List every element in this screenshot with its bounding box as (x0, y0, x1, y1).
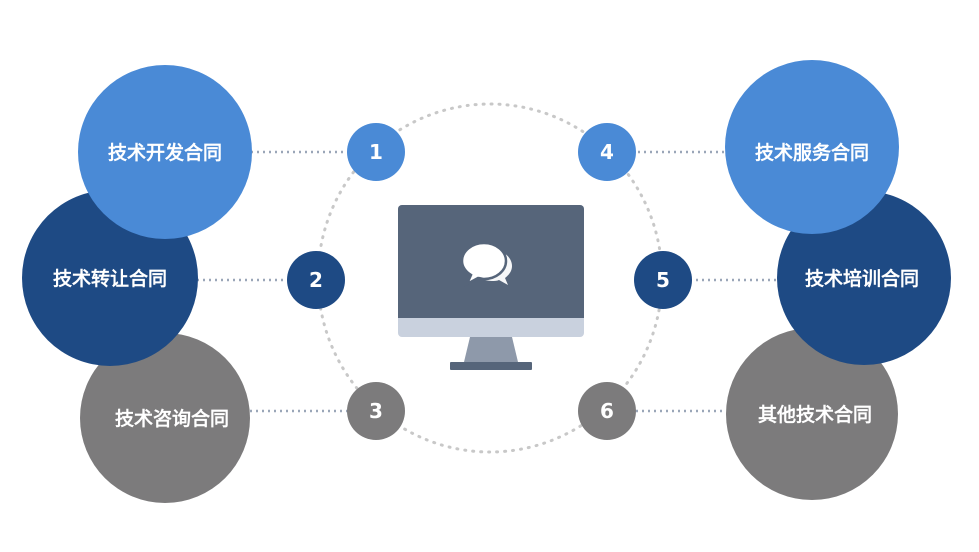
monitor-stand-base (450, 362, 532, 370)
circle-consulting-contract (80, 333, 250, 503)
connector-lines (197, 150, 782, 413)
label-transfer-contract: 技术转让合同 (53, 267, 167, 290)
monitor-icon (398, 205, 584, 370)
badge-4 (578, 123, 636, 181)
circle-training-contract (777, 191, 951, 365)
badge-2 (287, 251, 345, 309)
badge-6 (578, 382, 636, 440)
badge-3 (347, 382, 405, 440)
chat-bubbles-icon (460, 241, 512, 287)
badge-6-number: 6 (600, 399, 614, 423)
circle-other-contract (726, 328, 898, 500)
label-development-contract: 技术开发合同 (108, 141, 222, 164)
label-training-contract: 技术培训合同 (805, 267, 919, 290)
label-service-contract: 技术服务合同 (755, 141, 869, 164)
badge-3-number: 3 (369, 399, 383, 423)
badge-1-number: 1 (369, 140, 383, 164)
badge-5-number: 5 (656, 268, 670, 292)
badge-2-number: 2 (309, 268, 323, 292)
circle-service-contract (725, 60, 899, 234)
monitor-stand-neck (464, 337, 518, 362)
circle-development-contract (78, 65, 252, 239)
label-consulting-contract: 技术咨询合同 (115, 407, 229, 430)
badge-1 (347, 123, 405, 181)
badge-5 (634, 251, 692, 309)
label-other-contract: 其他技术合同 (758, 403, 872, 426)
badge-4-number: 4 (600, 140, 614, 164)
